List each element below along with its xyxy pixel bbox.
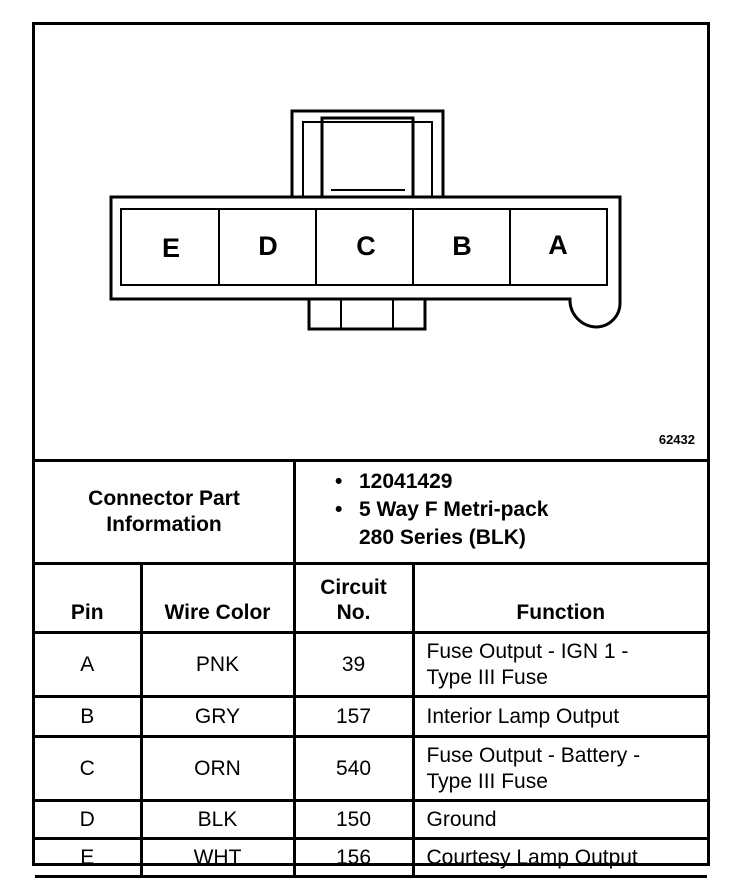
header-wire-color: Wire Color [139, 565, 296, 634]
locking-tab [290, 109, 445, 197]
pin-label-c: C [356, 231, 376, 261]
bottom-key [307, 299, 427, 331]
connector-part-label: Connector Part Information [35, 462, 296, 562]
table-row: A PNK 39 Fuse Output - IGN 1 -Type III F… [35, 631, 707, 698]
pin-label-b: B [452, 231, 472, 261]
figure-number: 62432 [658, 432, 695, 447]
connector-diagram: E D C B A 62432 [35, 25, 707, 462]
part-description: •5 Way F Metri-pack [335, 498, 549, 521]
table-row: C ORN 540 Fuse Output - Battery -Type II… [35, 735, 707, 802]
lock-latch [320, 116, 415, 197]
connector-part-details: •12041429 •5 Way F Metri-pack 280 Series… [335, 468, 548, 552]
connector-sheet: E D C B A 62432 Connector Part Informati… [32, 22, 710, 878]
header-pin: Pin [35, 565, 143, 634]
pin-label-a: A [548, 230, 568, 260]
connector-part-info: Connector Part Information •12041429 •5 … [35, 462, 707, 565]
connector-drawing: E D C B A [109, 109, 622, 331]
connector-body [109, 195, 622, 329]
part-number: •12041429 [335, 470, 453, 493]
table-row: B GRY 157 Interior Lamp Output [35, 695, 707, 738]
pin-label-d: D [258, 231, 278, 261]
table-row: E WHT 156 Courtesy Lamp Output [35, 837, 707, 878]
part-description-line2: 280 Series (BLK) [359, 526, 526, 549]
pin-label-e: E [162, 233, 180, 263]
table-row: D BLK 150 Ground [35, 799, 707, 840]
header-function: Function [411, 565, 707, 634]
